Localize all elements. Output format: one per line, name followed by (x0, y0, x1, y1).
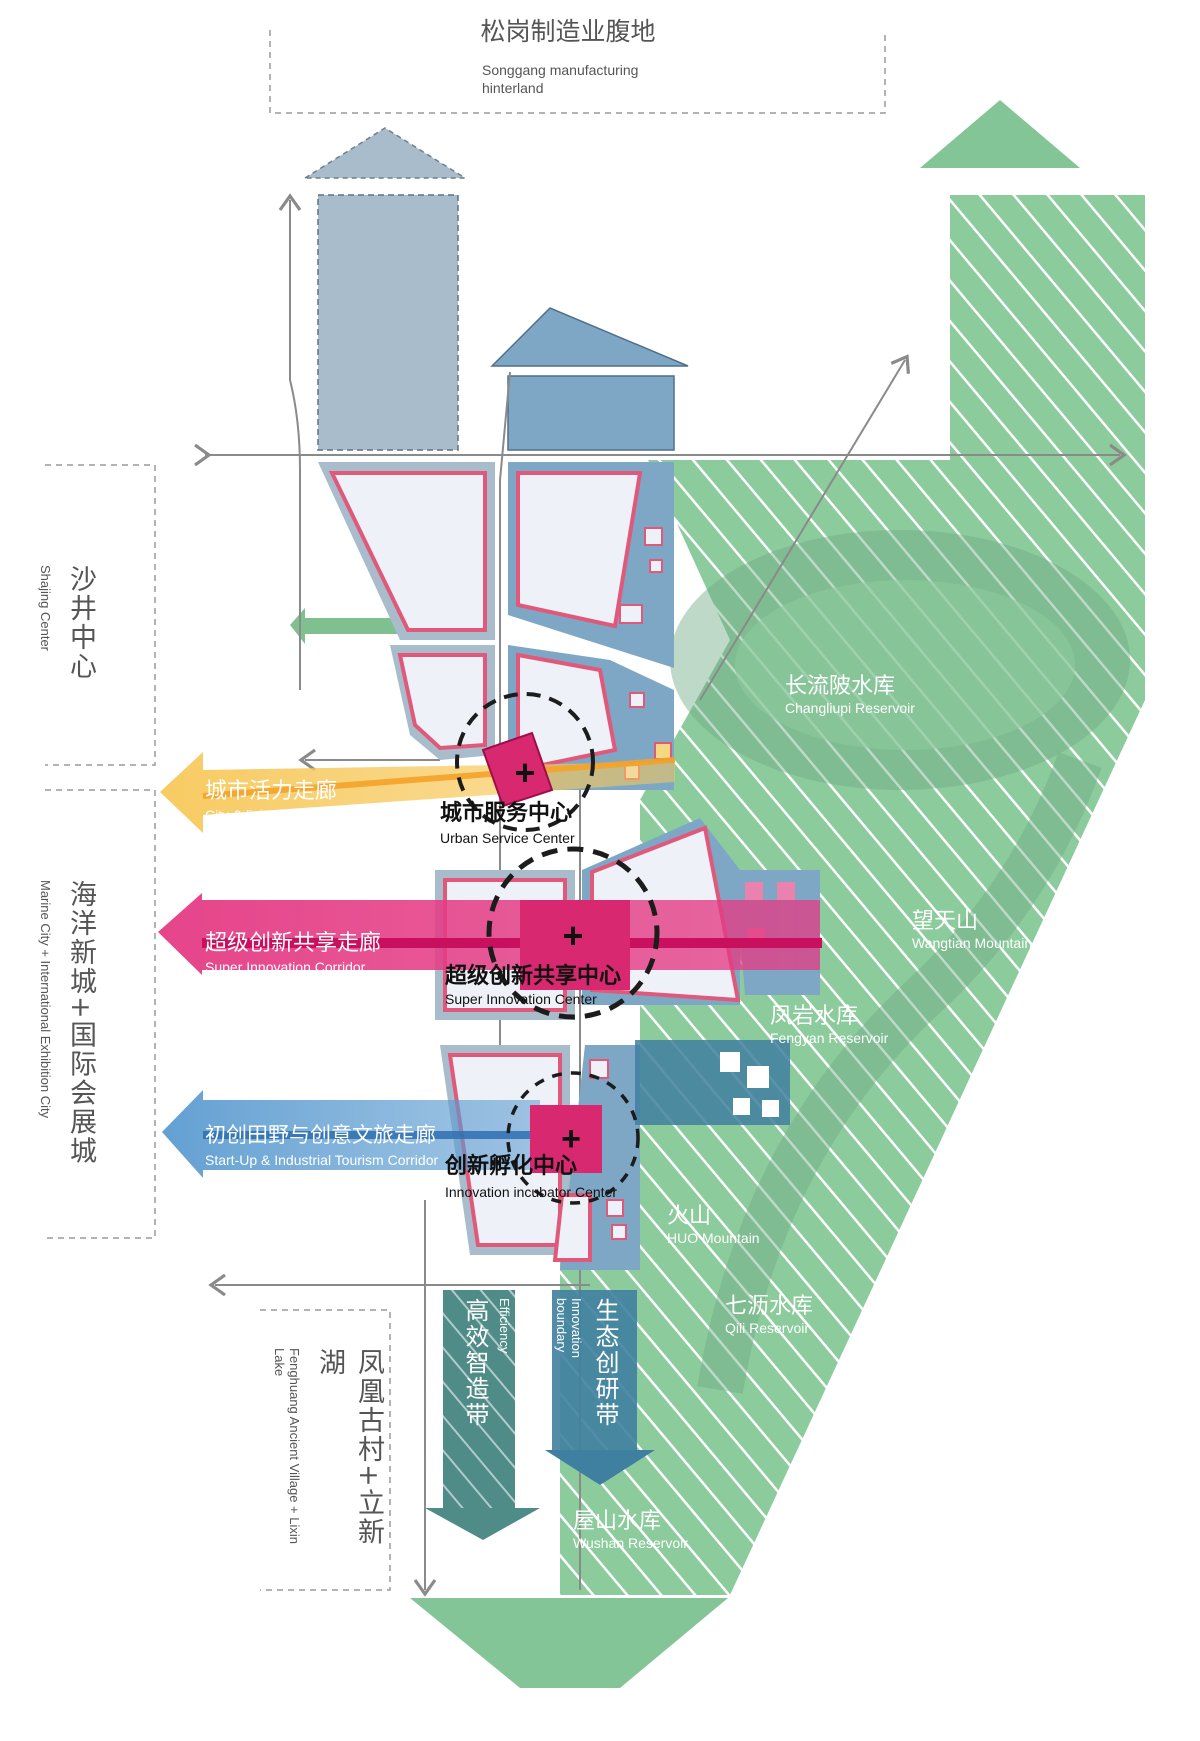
band-label-cn: 生态创研带 (591, 1298, 619, 1428)
mid-blue-column (490, 307, 689, 451)
place-label-en: WU Mountain (450, 1580, 535, 1596)
place-label-cn: 火山 (667, 1204, 711, 1229)
place-label-cn: 凤岩水库 (770, 1004, 858, 1029)
south-bands (425, 1290, 655, 1540)
place-label-en: HUO Mountain (667, 1230, 760, 1246)
north-title-en-2: hinterland (482, 80, 544, 96)
place-label-en: Fengyan Reservoir (770, 1030, 889, 1046)
corridor-label-cn: 初创田野与创意文旅走廊 (205, 1123, 436, 1147)
region-label-cn: 凤凰古村+立新湖 (314, 1348, 384, 1547)
corridor-label-en: City & living service Corridor (205, 807, 381, 823)
region-label-en: Fenghuang Ancient Village + Lixin Lake (272, 1348, 302, 1544)
place-label-en: Wangtian Mountain (912, 935, 1032, 951)
corridor-label-cn: 超级创新共享走廊 (205, 931, 381, 956)
green-west-arrow (290, 608, 450, 644)
region-label-en: Marine City + International Exhibition C… (38, 880, 53, 1119)
region-label-cn: 沙井中心 (65, 565, 96, 681)
place-label-cn: 七沥水库 (725, 1294, 813, 1319)
bracket-fenghuang (260, 1309, 391, 1591)
band-innovation-label: Innovation boundary 生态创研带 (554, 1298, 623, 1428)
corridor-label-en: Start-Up & Industrial Tourism Corridor (205, 1152, 438, 1168)
north-title-cn: 松岗制造业腹地 (480, 17, 655, 46)
innovation-incubator-center: + (506, 1071, 640, 1205)
band-label-en: Innovation boundary (554, 1298, 584, 1358)
efficiency-band (443, 1290, 515, 1508)
plus-icon: + (562, 915, 583, 956)
innovation-band (552, 1290, 637, 1450)
place-label-cn: 长流陂水库 (785, 674, 895, 699)
center-label-en: Innovation incubator Center (445, 1184, 617, 1200)
green-down-arrow (410, 1598, 728, 1688)
center-label-en: Urban Service Center (440, 830, 575, 846)
grey-axis-arrows (194, 193, 1127, 1597)
corridor-blue (162, 1090, 548, 1178)
band-label-cn: 高效智造带 (461, 1298, 489, 1428)
place-label-cn: 屋山水库 (573, 1509, 661, 1534)
north-title-en-1: Songgang manufacturing (482, 62, 638, 78)
place-labels: 长流陂水库 Changliupi Reservoir 望天山 Wangtian … (450, 674, 1032, 1596)
region-label-en: Shajing Center (38, 565, 53, 651)
green-ecological-zone (410, 100, 1145, 1688)
place-label-en: Qili Reservoir (725, 1320, 809, 1336)
band-efficiency-label: 高效智造带 Efficiency (458, 1298, 512, 1428)
plus-icon: + (561, 1120, 581, 1158)
corridor-label-en: Super Innovation Corridor (205, 959, 366, 975)
corridor-label-cn: 城市活力走廊 (205, 779, 337, 804)
bracket-marine-city (45, 789, 156, 1239)
region-fenghuang: Fenghuang Ancient Village + Lixin Lake 凤… (272, 1348, 388, 1573)
green-up-arrow (920, 100, 1080, 168)
grey-blue-column (302, 127, 468, 451)
center-label-cn: 创新孵化中心 (444, 1153, 577, 1179)
plus-icon: + (514, 752, 535, 793)
urban-service-center: + (455, 692, 595, 832)
place-label-cn: 屋山 (450, 1554, 494, 1579)
center-label-cn: 城市服务中心 (440, 800, 572, 826)
band-label-en: Efficiency (497, 1298, 512, 1354)
place-label-en: Wushan Reservoir (573, 1535, 688, 1551)
bracket-shajing (45, 464, 156, 766)
center-label-cn: 超级创新共享中心 (445, 963, 621, 989)
place-label-cn: 望天山 (912, 909, 978, 934)
green-hatched-area (560, 195, 1145, 1595)
region-shajing: Shajing Center 沙井中心 (38, 565, 100, 681)
center-label-en: Super Innovation Center (445, 991, 597, 1007)
place-label-en: Changliupi Reservoir (785, 700, 915, 716)
region-marine-city: Marine City + International Exhibition C… (38, 880, 100, 1180)
region-label-cn: 海洋新城+国际会展城 (65, 880, 96, 1166)
super-innovation-center: + (486, 846, 660, 1020)
north-dashed-box (269, 30, 886, 114)
